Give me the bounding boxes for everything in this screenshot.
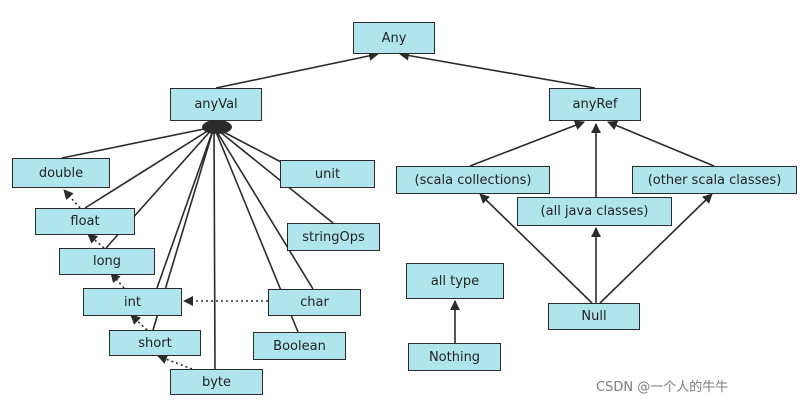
node-null: Null (548, 303, 640, 330)
edge-char-anyval (213, 126, 314, 290)
edge-long-float (87, 233, 105, 249)
node-stringops: stringOps (287, 223, 380, 251)
edge-stringops-anyval (213, 126, 334, 224)
edge-scalacoll-anyref (469, 120, 585, 167)
node-double: double (12, 158, 110, 188)
edge-otherscala-anyref (607, 120, 715, 167)
node-short: short (109, 330, 201, 356)
edge-int-long (110, 272, 125, 289)
edge-byte-short (157, 354, 193, 370)
node-all-type: all type (406, 263, 504, 299)
edge-double-anyval (61, 126, 215, 159)
edge-null-scalacoll (479, 193, 593, 304)
edge-short-int (130, 314, 148, 331)
edge-anyval-any (215, 50, 379, 89)
edge-null-otherscala (599, 193, 713, 304)
node-unit: unit (280, 160, 375, 188)
node-nothing: Nothing (408, 343, 501, 371)
node-byte: byte (170, 369, 263, 395)
node-any: Any (353, 22, 435, 54)
node-other-scala-classes: (other scala classes) (632, 166, 797, 194)
edge-byte-anyval (213, 126, 216, 370)
anyval-hub (202, 120, 232, 134)
node-long: long (59, 248, 155, 275)
edge-float-anyval (84, 126, 215, 209)
edge-int-anyval (156, 126, 215, 289)
edge-anyref-any (399, 50, 596, 89)
node-scala-collections: (scala collections) (396, 166, 550, 194)
node-boolean: Boolean (253, 332, 346, 360)
node-anyval: anyVal (170, 88, 262, 121)
node-int: int (83, 288, 182, 316)
node-java-classes: (all java classes) (517, 197, 672, 226)
edge-float-double (63, 189, 81, 209)
node-float: float (35, 208, 135, 235)
node-char: char (268, 289, 361, 316)
node-anyref: anyRef (549, 88, 641, 121)
watermark: CSDN @一个人的牛牛 (596, 380, 729, 395)
